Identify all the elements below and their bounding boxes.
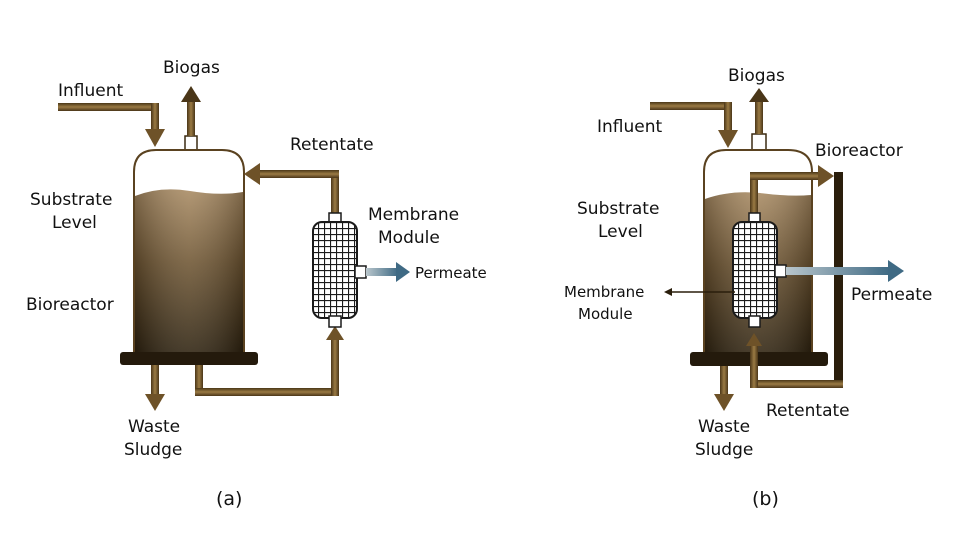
influent-pipe-b <box>650 102 738 148</box>
permeate-arrow-icon <box>888 260 904 282</box>
biogas-outlet <box>181 86 201 151</box>
label-permeate-b: Permeate <box>851 285 932 305</box>
retentate-pipe <box>244 163 339 214</box>
label-bioreactor-a: Bioreactor <box>26 295 114 315</box>
label-membrane-b-2: Module <box>578 305 633 323</box>
label-substrate-b-2: Level <box>598 222 643 242</box>
label-waste-a-2: Sludge <box>124 440 182 460</box>
label-retentate-a: Retentate <box>290 135 374 155</box>
feed-to-membrane-pipe <box>195 326 344 396</box>
permeate-pipe-b <box>786 260 904 282</box>
biogas-arrow-icon <box>749 88 769 102</box>
waste-sludge-pipe-b <box>714 366 734 411</box>
label-influent-b: Influent <box>597 117 663 137</box>
waste-sludge-pipe <box>145 365 165 411</box>
label-biogas-b: Biogas <box>728 66 785 86</box>
waste-sludge-arrow-icon <box>145 394 165 411</box>
label-retentate-b: Retentate <box>766 401 850 421</box>
label-permeate-a: Permeate <box>415 264 487 282</box>
label-membrane-a-2: Module <box>378 228 440 248</box>
label-waste-a-1: Waste <box>128 417 180 437</box>
influent-arrow-icon <box>145 129 165 147</box>
retentate-arrow-icon <box>244 163 260 185</box>
caption-a: (a) <box>216 488 242 510</box>
influent-arrow-icon <box>718 130 738 148</box>
membrane-module-b <box>732 212 787 328</box>
diagram-b: Influent Biogas Bioreactor Substrate Lev… <box>564 66 932 510</box>
label-bioreactor-b: Bioreactor <box>815 141 903 161</box>
label-substrate-a-1: Substrate <box>30 190 112 210</box>
permeate-pipe <box>366 262 410 282</box>
label-influent-a: Influent <box>58 81 124 101</box>
label-substrate-b-1: Substrate <box>577 199 659 219</box>
influent-pipe <box>58 103 165 147</box>
pointer-arrow-icon <box>664 288 672 296</box>
label-biogas-a: Biogas <box>163 58 220 78</box>
biogas-arrow-icon <box>181 86 201 102</box>
membrane-pointer-b <box>664 288 735 296</box>
caption-b: (b) <box>752 488 779 510</box>
label-membrane-b-1: Membrane <box>564 283 644 301</box>
retentate-arrow-icon <box>818 165 834 187</box>
label-membrane-a-1: Membrane <box>368 205 459 225</box>
label-substrate-a-2: Level <box>52 213 97 233</box>
bioreactor-tank <box>120 149 258 365</box>
membrane-module <box>312 212 367 328</box>
tank-base <box>120 352 258 365</box>
permeate-arrow-icon <box>396 262 410 282</box>
label-waste-b-2: Sludge <box>695 440 753 460</box>
waste-sludge-arrow-icon <box>714 394 734 411</box>
feed-arrow-icon <box>326 326 344 340</box>
feed-arrow-icon <box>746 333 762 346</box>
diagram-a: Influent Biogas Retentate Substrate Leve… <box>26 58 487 510</box>
retentate-loop-b <box>746 165 843 388</box>
biogas-outlet-b <box>749 88 769 151</box>
label-waste-b-1: Waste <box>698 417 750 437</box>
tank-base-b <box>690 352 828 366</box>
